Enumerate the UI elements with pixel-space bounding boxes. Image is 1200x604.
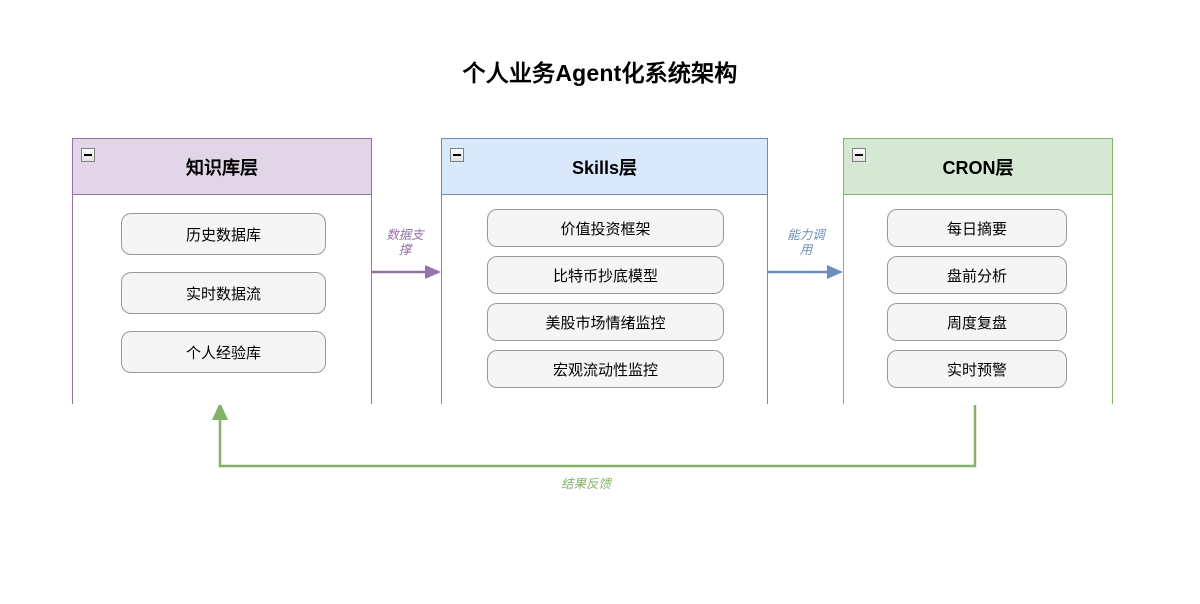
edge-label-result-feedback: 结果反馈 (560, 477, 611, 491)
lane-cron-header[interactable]: CRON层 (844, 139, 1112, 195)
minus-square-icon[interactable] (852, 148, 866, 162)
list-item[interactable]: 周度复盘 (887, 303, 1067, 341)
lane-knowledge-body: 历史数据库 实时数据流 个人经验库 (73, 195, 371, 405)
lane-knowledge-title: 知识库层 (186, 157, 258, 178)
lane-knowledge-header[interactable]: 知识库层 (73, 139, 371, 195)
list-item[interactable]: 价值投资框架 (487, 209, 724, 247)
list-item[interactable]: 宏观流动性监控 (487, 350, 724, 388)
edge-data-support (371, 265, 441, 279)
list-item[interactable]: 个人经验库 (121, 331, 326, 373)
lane-cron[interactable]: CRON层 每日摘要 盘前分析 周度复盘 实时预警 (843, 138, 1113, 405)
lane-skills-header[interactable]: Skills层 (442, 139, 767, 195)
list-item[interactable]: 历史数据库 (121, 213, 326, 255)
lane-cron-body: 每日摘要 盘前分析 周度复盘 实时预警 (844, 195, 1112, 405)
list-item[interactable]: 每日摘要 (887, 209, 1067, 247)
lane-skills-body: 价值投资框架 比特币抄底模型 美股市场情绪监控 宏观流动性监控 (442, 195, 767, 405)
edge-capability-call (768, 265, 843, 279)
edge-label-data-support: 数据支 撑 (386, 228, 424, 257)
lane-skills-title: Skills层 (571, 157, 638, 178)
list-item[interactable]: 实时数据流 (121, 272, 326, 314)
page-title: 个人业务Agent化系统架构 (462, 60, 738, 86)
minus-square-icon[interactable] (450, 148, 464, 162)
list-item[interactable]: 盘前分析 (887, 256, 1067, 294)
edge-label-capability-call: 能力调 用 (787, 228, 825, 257)
list-item[interactable]: 实时预警 (887, 350, 1067, 388)
lane-cron-title: CRON层 (942, 157, 1014, 178)
lane-skills[interactable]: Skills层 价值投资框架 比特币抄底模型 美股市场情绪监控 宏观流动性监控 (441, 138, 768, 405)
list-item[interactable]: 比特币抄底模型 (487, 256, 724, 294)
lane-knowledge[interactable]: 知识库层 历史数据库 实时数据流 个人经验库 (72, 138, 372, 405)
list-item[interactable]: 美股市场情绪监控 (487, 303, 724, 341)
edge-result-feedback (212, 402, 977, 468)
minus-square-icon[interactable] (81, 148, 95, 162)
